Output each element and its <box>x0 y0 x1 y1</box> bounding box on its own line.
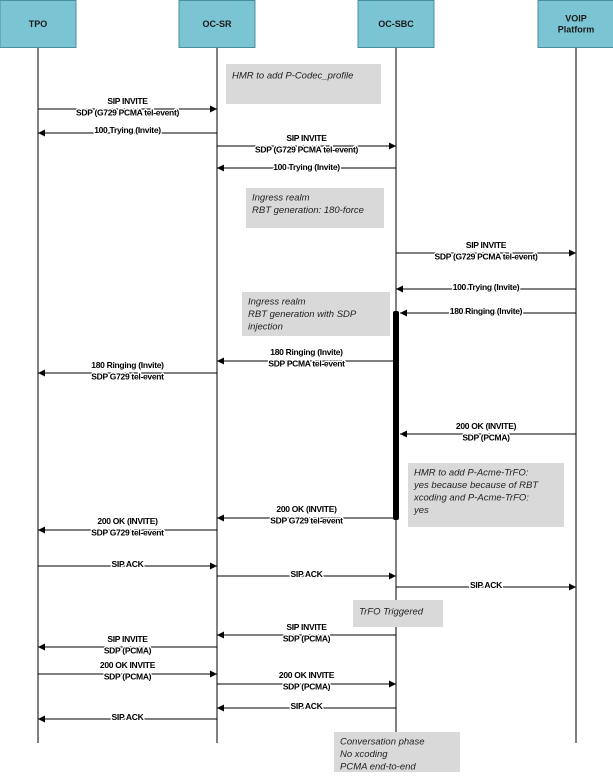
message: 100 Trying (Invite) <box>396 281 576 293</box>
note-text: yes because because of RBT <box>413 480 539 491</box>
note: HMR to add P-Codec_profile <box>226 64 381 104</box>
message-label: SDP PCMA tel-event <box>268 359 345 369</box>
message-label: SDP G729 tel-event <box>91 528 164 538</box>
message-label: SDP (G729 PCMA tel-event) <box>76 108 179 118</box>
message-label: SIP ACK <box>291 701 324 711</box>
message-label: 200 OK (INVITE) <box>456 421 517 431</box>
message-label: SDP (PCMA) <box>462 433 510 443</box>
message-label: 180 Ringing (Invite) <box>450 306 523 316</box>
message: 180 Ringing (Invite) SDP G729 tel-event <box>38 359 217 383</box>
message-label: SIP INVITE <box>286 133 327 143</box>
actor-label: OC-SBC <box>378 19 414 29</box>
message: 100 Trying (Invite) <box>38 124 217 137</box>
note-text: PCMA end-to-end <box>340 762 416 773</box>
message-label: SIP ACK <box>112 712 145 722</box>
actor-label: TPO <box>29 19 48 29</box>
message: SIP ACK <box>217 568 396 580</box>
message: 200 OK (INVITE) SDP (PCMA) <box>400 420 576 444</box>
message-label: 200 OK INVITE <box>100 660 156 670</box>
note-text: HMR to add P-Acme-TrFO: <box>414 468 529 479</box>
message-label: SIP ACK <box>470 580 503 590</box>
note-text: Conversation phase <box>340 737 425 748</box>
note-text: yes <box>413 505 429 516</box>
message-label: SDP (PCMA) <box>104 646 152 656</box>
message: SIP INVITE SDP (G729 PCMA tel-event) <box>38 95 217 119</box>
actor-label: OC-SR <box>203 19 233 29</box>
actor-label: Platform <box>558 25 595 35</box>
message: SIP ACK <box>217 700 396 712</box>
note-text: xcoding and P-Acme-TrFO: <box>413 493 529 504</box>
message: SIP INVITE SDP (PCMA) <box>38 633 217 657</box>
note-text: RBT generation with SDP <box>248 309 357 320</box>
note-box <box>353 600 443 627</box>
message: SIP INVITE SDP (PCMA) <box>217 621 396 645</box>
message-label: SDP G729 tel-event <box>91 372 164 382</box>
activation-bar <box>393 311 399 520</box>
activations <box>393 311 399 520</box>
message: SIP INVITE SDP (G729 PCMA tel-event) <box>396 239 576 263</box>
actor-box <box>357 0 435 48</box>
note-text: injection <box>248 322 283 333</box>
note: HMR to add P-Acme-TrFO:yes because becau… <box>408 463 564 527</box>
message-label: SDP (PCMA) <box>104 672 152 682</box>
actor-ocsbc: OC-SBC <box>357 0 435 48</box>
actor-tpo: TPO <box>0 0 77 48</box>
note-text: HMR to add P-Codec_profile <box>232 71 353 82</box>
message-label: SDP (PCMA) <box>283 634 331 644</box>
actor-box <box>178 0 256 48</box>
message: 200 OK INVITE SDP (PCMA) <box>217 669 396 693</box>
message-label: SDP (G729 PCMA tel-event) <box>434 252 537 262</box>
note-box <box>226 64 381 104</box>
message-label: 200 OK INVITE <box>279 670 335 680</box>
message-label: 180 Ringing (Invite) <box>91 360 164 370</box>
message: SIP INVITE SDP (G729 PCMA tel-event) <box>217 132 396 156</box>
message-label: 200 OK (INVITE) <box>276 504 337 514</box>
note-text: RBT generation: 180-force <box>252 205 364 216</box>
message: 180 Ringing (Invite) SDP PCMA tel-event <box>217 346 393 370</box>
actor-label: VOIP <box>565 14 587 24</box>
message-label: SIP INVITE <box>286 622 327 632</box>
note-text: No xcoding <box>340 749 388 760</box>
actor-box <box>537 0 613 48</box>
note-box <box>246 188 384 228</box>
message: 200 OK (INVITE) SDP G729 tel-event <box>38 515 217 539</box>
message-label: SIP ACK <box>112 559 145 569</box>
message-label: 200 OK (INVITE) <box>97 516 158 526</box>
message: 200 OK (INVITE) SDP G729 tel-event <box>217 503 393 527</box>
note-box <box>242 292 390 336</box>
message-label: SIP INVITE <box>107 96 148 106</box>
message: 200 OK INVITE SDP (PCMA) <box>38 659 217 683</box>
message: SIP ACK <box>396 579 576 591</box>
message-label: 180 Ringing (Invite) <box>270 347 343 357</box>
message: SIP ACK <box>38 558 217 570</box>
message: SIP ACK <box>38 711 217 723</box>
note-box <box>334 732 460 772</box>
note-box <box>408 463 564 527</box>
note-text: Ingress realm <box>252 193 310 204</box>
message: 180 Ringing (Invite) <box>400 305 576 317</box>
actor-box <box>0 0 77 48</box>
messages: SIP INVITE SDP (G729 PCMA tel-event) 100 T… <box>38 95 576 723</box>
note-text: TrFO Triggered <box>359 607 424 618</box>
message-label: SIP INVITE <box>107 634 148 644</box>
note: TrFO Triggered <box>353 600 443 627</box>
message-label: SIP INVITE <box>466 240 507 250</box>
message-label: 100 Trying (Invite) <box>453 282 520 292</box>
message-label: SDP (G729 PCMA tel-event) <box>255 145 358 155</box>
message-label: SDP (PCMA) <box>283 682 331 692</box>
message-label: SDP G729 tel-event <box>270 516 343 526</box>
message-label: 100 Trying (Invite) <box>94 125 161 135</box>
message-label: 100 Trying (Invite) <box>273 162 340 172</box>
message-label: SIP ACK <box>291 569 324 579</box>
actor-ocsr: OC-SR <box>178 0 256 48</box>
note-text: Ingress realm <box>248 297 306 308</box>
message: 100 Trying (Invite) <box>217 161 396 173</box>
